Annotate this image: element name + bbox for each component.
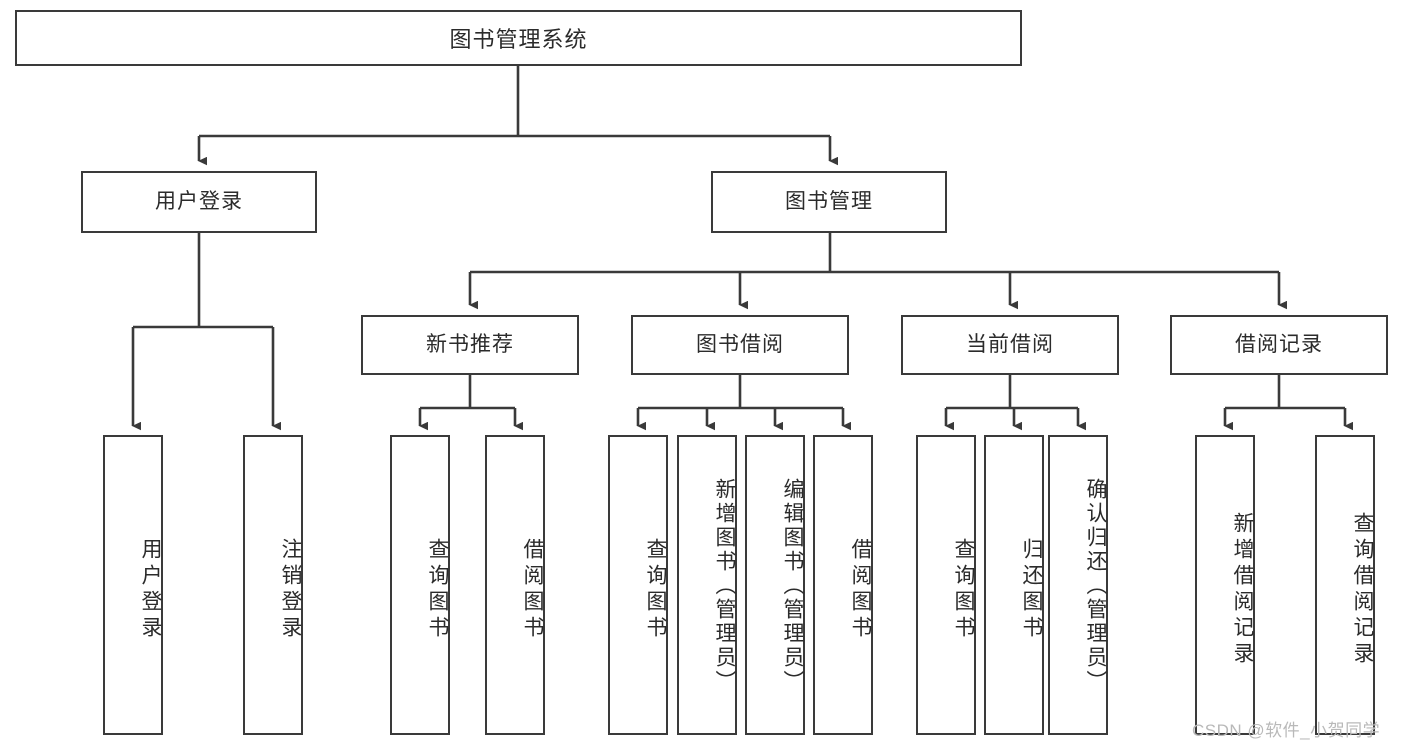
node-book-manage[interactable]: 图书管理 <box>711 171 947 233</box>
node-current-borrow[interactable]: 当前借阅 <box>901 315 1119 375</box>
leaf-query-borrow-record[interactable]: 查询借阅记录 <box>1315 435 1375 735</box>
node-borrow-record[interactable]: 借阅记录 <box>1170 315 1388 375</box>
leaf-borrow-book-2[interactable]: 借阅图书 <box>813 435 873 735</box>
node-book-borrow[interactable]: 图书借阅 <box>631 315 849 375</box>
node-root[interactable]: 图书管理系统 <box>15 10 1022 66</box>
leaf-query-book-1[interactable]: 查询图书 <box>390 435 450 735</box>
node-new-book-recommend[interactable]: 新书推荐 <box>361 315 579 375</box>
leaf-return-book[interactable]: 归还图书 <box>984 435 1044 735</box>
leaf-query-book-3[interactable]: 查询图书 <box>916 435 976 735</box>
leaf-add-borrow-record[interactable]: 新增借阅记录 <box>1195 435 1255 735</box>
leaf-logout[interactable]: 注销登录 <box>243 435 303 735</box>
csdn-watermark: CSDN @软件_小贺同学 <box>1192 721 1381 740</box>
leaf-edit-book-admin[interactable]: 编辑图书（管理员） <box>745 435 805 735</box>
leaf-query-book-2[interactable]: 查询图书 <box>608 435 668 735</box>
node-user-login[interactable]: 用户登录 <box>81 171 317 233</box>
leaf-confirm-return-admin[interactable]: 确认归还（管理员） <box>1048 435 1108 735</box>
leaf-add-book-admin[interactable]: 新增图书（管理员） <box>677 435 737 735</box>
leaf-user-login[interactable]: 用户登录 <box>103 435 163 735</box>
leaf-borrow-book-1[interactable]: 借阅图书 <box>485 435 545 735</box>
